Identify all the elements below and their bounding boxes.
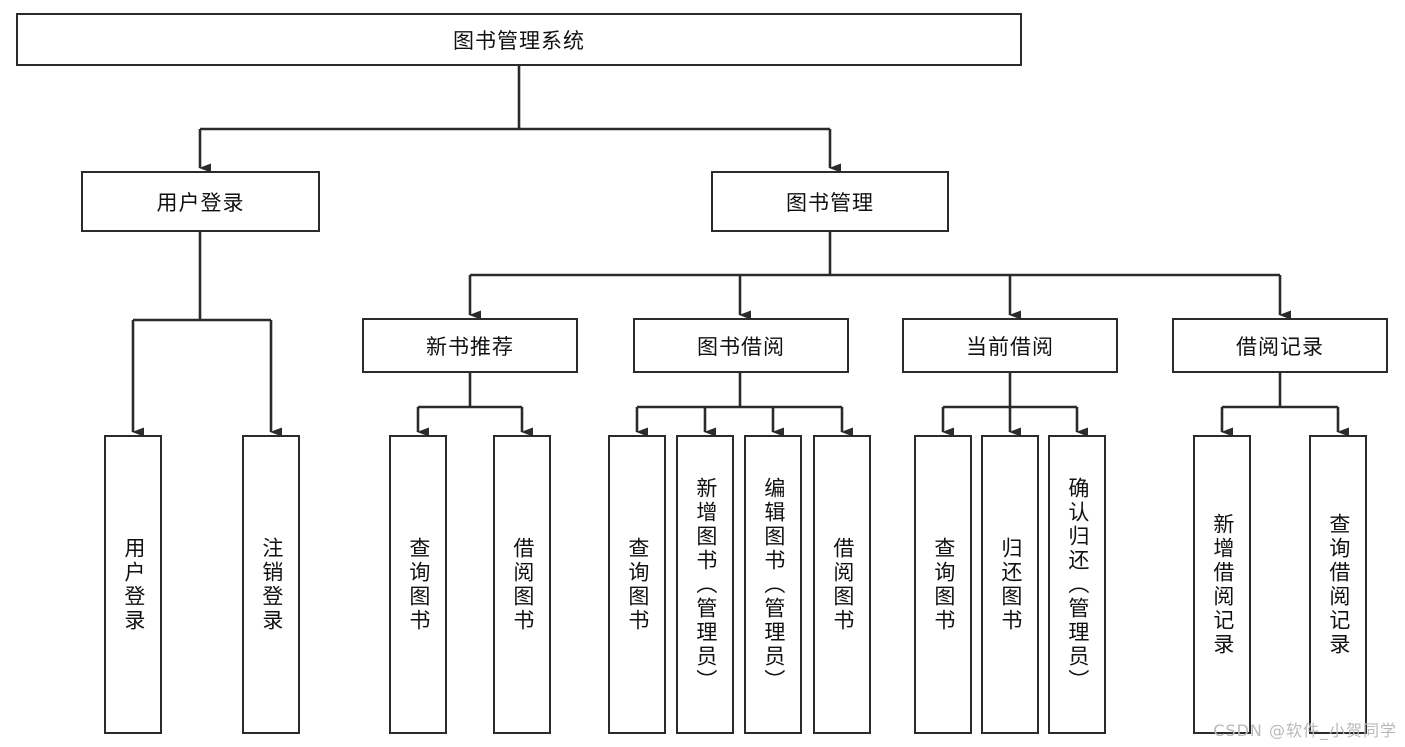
leaf-current-borrow-confirm-return-admin[interactable]: 确认归还（管理员） bbox=[1048, 435, 1106, 734]
leaf-new-book-borrow-book[interactable]: 借阅图书 bbox=[493, 435, 551, 734]
watermark-text: CSDN @软件_小贺同学 bbox=[1213, 721, 1397, 740]
leaf-book-borrow-add-book-admin[interactable]: 新增图书（管理员） bbox=[676, 435, 734, 734]
node-user-login[interactable]: 用户登录 bbox=[81, 171, 320, 232]
leaf-borrow-record-add-record[interactable]: 新增借阅记录 bbox=[1193, 435, 1251, 734]
leaf-new-book-query-book[interactable]: 查询图书 bbox=[389, 435, 447, 734]
node-new-book-recommend[interactable]: 新书推荐 bbox=[362, 318, 578, 373]
node-book-borrow[interactable]: 图书借阅 bbox=[633, 318, 849, 373]
leaf-book-borrow-borrow-book[interactable]: 借阅图书 bbox=[813, 435, 871, 734]
leaf-user-login-login[interactable]: 用户登录 bbox=[104, 435, 162, 734]
leaf-book-borrow-query-book[interactable]: 查询图书 bbox=[608, 435, 666, 734]
leaf-user-login-logout[interactable]: 注销登录 bbox=[242, 435, 300, 734]
node-borrow-record[interactable]: 借阅记录 bbox=[1172, 318, 1388, 373]
node-book-management[interactable]: 图书管理 bbox=[711, 171, 949, 232]
leaf-book-borrow-edit-book-admin[interactable]: 编辑图书（管理员） bbox=[744, 435, 802, 734]
leaf-current-borrow-query-book[interactable]: 查询图书 bbox=[914, 435, 972, 734]
leaf-borrow-record-query-record[interactable]: 查询借阅记录 bbox=[1309, 435, 1367, 734]
node-root-book-management-system[interactable]: 图书管理系统 bbox=[16, 13, 1022, 66]
leaf-current-borrow-return-book[interactable]: 归还图书 bbox=[981, 435, 1039, 734]
node-current-borrow[interactable]: 当前借阅 bbox=[902, 318, 1118, 373]
